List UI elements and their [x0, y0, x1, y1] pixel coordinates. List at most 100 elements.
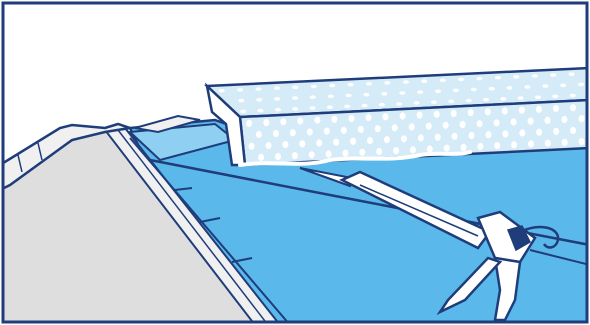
top-perforation-hole	[403, 80, 409, 84]
top-perforation-hole	[542, 84, 548, 88]
top-perforation-hole	[240, 110, 246, 114]
front-perforation-hole	[562, 116, 568, 123]
top-perforation-hole	[417, 90, 423, 94]
front-perforation-hole	[545, 140, 551, 147]
front-perforation-hole	[359, 149, 365, 156]
top-perforation-hole	[477, 77, 483, 81]
front-perforation-hole	[280, 118, 286, 125]
front-perforation-hole	[417, 112, 423, 119]
front-perforation-hole	[528, 118, 534, 125]
front-perforation-hole	[401, 135, 407, 142]
front-perforation-hole	[426, 123, 432, 130]
front-perforation-hole	[266, 142, 272, 149]
top-perforation-hole	[399, 91, 405, 95]
top-perforation-hole	[471, 88, 477, 92]
front-perforation-hole	[290, 129, 296, 136]
front-perforation-hole	[536, 129, 542, 136]
front-perforation-hole	[452, 133, 458, 140]
top-perforation-hole	[414, 101, 420, 105]
front-perforation-hole	[384, 136, 390, 143]
front-perforation-hole	[410, 146, 416, 153]
front-perforation-hole	[343, 150, 349, 157]
front-perforation-hole	[273, 130, 279, 137]
front-perforation-hole	[444, 145, 450, 152]
top-perforation-hole	[569, 72, 575, 76]
top-perforation-hole	[238, 99, 244, 103]
top-perforation-hole	[532, 74, 538, 78]
front-perforation-hole	[485, 108, 491, 115]
top-perforation-hole	[366, 82, 372, 86]
front-perforation-hole	[451, 110, 457, 117]
top-perforation-hole	[440, 79, 446, 83]
front-perforation-hole	[502, 130, 508, 137]
front-perforation-hole	[443, 122, 449, 129]
front-perforation-hole	[256, 131, 262, 138]
front-perforation-hole	[326, 150, 332, 157]
front-perforation-hole	[461, 144, 467, 151]
top-perforation-hole	[466, 99, 472, 103]
front-perforation-hole	[579, 115, 585, 122]
top-perforation-hole	[256, 87, 262, 91]
top-perforation-hole	[489, 87, 495, 91]
front-perforation-hole	[393, 147, 399, 154]
front-perforation-hole	[434, 111, 440, 118]
top-perforation-hole	[364, 93, 370, 97]
front-perforation-hole	[536, 106, 542, 113]
front-perforation-hole	[282, 141, 288, 148]
front-perforation-hole	[553, 128, 559, 135]
front-perforation-hole	[263, 119, 269, 126]
top-perforation-hole	[495, 76, 501, 80]
front-perforation-hole	[570, 127, 576, 134]
front-perforation-hole	[486, 131, 492, 138]
front-perforation-hole	[297, 117, 303, 124]
top-perforation-hole	[274, 97, 280, 101]
front-perforation-hole	[400, 112, 406, 119]
top-perforation-hole	[535, 95, 541, 99]
top-perforation-hole	[292, 107, 298, 111]
front-perforation-hole	[366, 114, 372, 121]
top-perforation-hole	[578, 83, 584, 87]
top-perforation-hole	[328, 95, 334, 99]
front-perforation-hole	[409, 123, 415, 130]
top-perforation-hole	[550, 73, 556, 77]
front-perforation-hole	[519, 129, 525, 136]
top-perforation-hole	[570, 94, 576, 98]
top-perforation-hole	[384, 81, 390, 85]
top-perforation-hole	[327, 105, 333, 109]
front-perforation-hole	[331, 116, 337, 123]
front-perforation-hole	[570, 104, 576, 111]
front-perforation-hole	[341, 127, 347, 134]
front-perforation-hole	[349, 115, 355, 122]
front-perforation-hole	[246, 120, 252, 127]
top-perforation-hole	[500, 97, 506, 101]
top-perforation-hole	[219, 89, 225, 93]
front-perforation-hole	[494, 119, 500, 126]
top-perforation-hole	[344, 105, 350, 109]
front-perforation-hole	[511, 141, 517, 148]
top-perforation-hole	[431, 100, 437, 104]
front-perforation-hole	[383, 113, 389, 120]
front-perforation-hole	[376, 148, 382, 155]
front-perforation-hole	[249, 143, 255, 150]
top-perforation-hole	[524, 85, 530, 89]
top-perforation-hole	[483, 98, 489, 102]
front-perforation-hole	[307, 128, 313, 135]
front-perforation-hole	[511, 118, 517, 125]
front-perforation-hole	[367, 137, 373, 144]
top-perforation-hole	[310, 95, 316, 99]
top-perforation-hole	[458, 78, 464, 82]
front-perforation-hole	[477, 143, 483, 150]
top-perforation-hole	[448, 100, 454, 104]
top-perforation-hole	[552, 95, 558, 99]
top-perforation-hole	[513, 75, 519, 79]
top-perforation-hole	[292, 96, 298, 100]
top-perforation-hole	[274, 86, 280, 90]
top-perforation-hole	[435, 90, 441, 94]
front-perforation-hole	[435, 134, 441, 141]
front-perforation-hole	[275, 153, 281, 160]
top-perforation-hole	[518, 96, 524, 100]
front-perforation-hole	[469, 132, 475, 139]
top-perforation-hole	[258, 109, 264, 113]
front-perforation-hole	[562, 139, 568, 146]
top-perforation-hole	[292, 86, 298, 90]
